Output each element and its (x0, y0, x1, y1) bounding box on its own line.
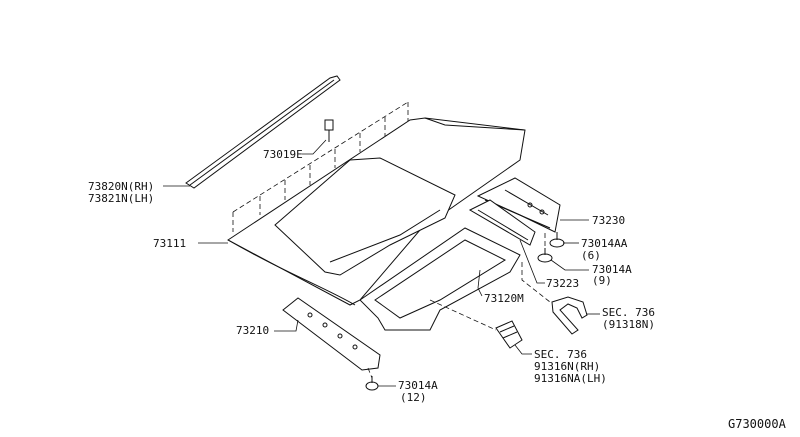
label-73111: 73111 (153, 237, 186, 250)
grab-handle-part (521, 262, 588, 335)
label-73019e: 73019E (263, 148, 303, 161)
label-sec-736-rear: SEC. 736 (602, 306, 655, 319)
label-73014aa-qty: (6) (581, 249, 601, 262)
label-91316na-lh: 91316NA(LH) (534, 372, 607, 385)
roof-rail-molding (185, 75, 341, 189)
label-73014a-front-qty: (12) (400, 391, 427, 404)
bolt-parts (365, 232, 565, 391)
label-73014a-qty: (9) (592, 274, 612, 287)
label-73120m: 73120M (484, 292, 524, 305)
label-73210: 73210 (236, 324, 269, 337)
label-73223: 73223 (546, 277, 579, 290)
bracket-part (429, 299, 523, 349)
rear-bow-part (468, 199, 536, 246)
label-sec-736-front: SEC. 736 (534, 348, 587, 361)
rear-rail-part (476, 177, 561, 233)
label-73230: 73230 (592, 214, 625, 227)
label-91318n: (91318N) (602, 318, 655, 331)
label-73820n-rh: 73820N(RH) (88, 180, 154, 193)
sunroof-reinforcement-part (359, 227, 521, 331)
label-73014aa: 73014AA (581, 237, 628, 250)
diagram-code: G730000A (728, 417, 787, 431)
label-73014a-front: 73014A (398, 379, 438, 392)
label-73014a: 73014A (592, 263, 632, 276)
front-rail-part (282, 297, 381, 371)
leader-lines (163, 139, 600, 387)
clip-guide-lines (232, 101, 409, 232)
clip-part (324, 119, 334, 142)
label-91316n-rh: 91316N(RH) (534, 360, 600, 373)
roof-panel-part (227, 117, 526, 306)
label-73821n-lh: 73821N(LH) (88, 192, 154, 205)
